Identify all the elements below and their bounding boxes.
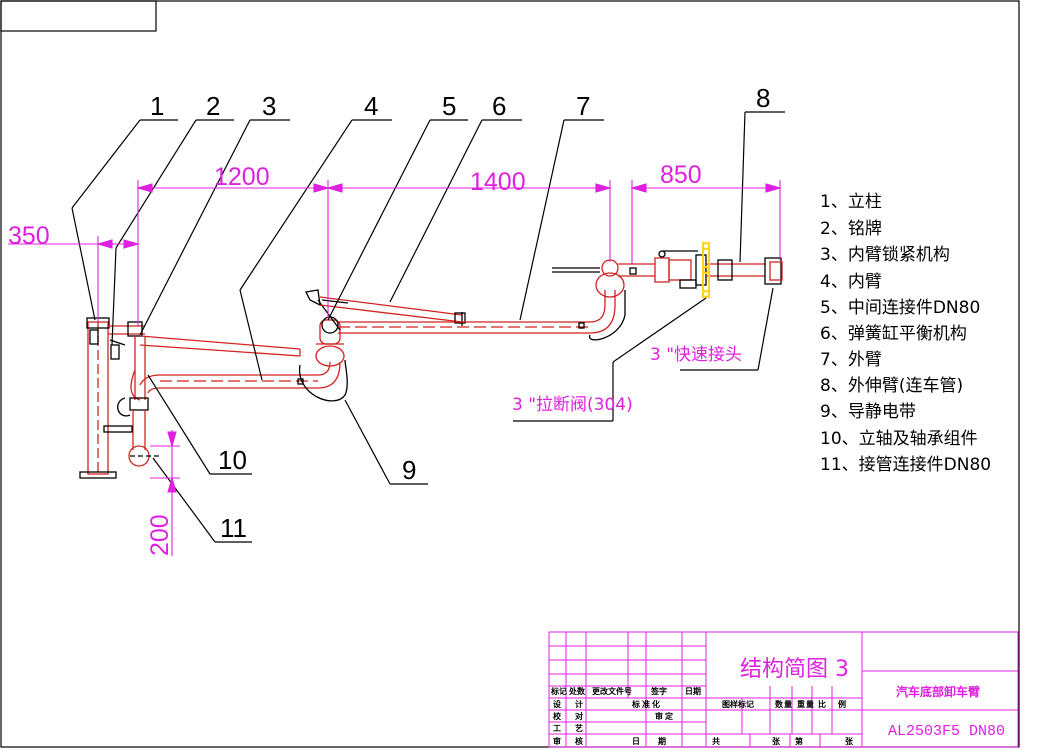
breakaway-valve-label: 3 "拉断阀(304) <box>512 395 633 415</box>
tb-label: 审 <box>553 736 561 746</box>
tb-label: 定 <box>664 711 673 721</box>
outer-arm-pipe <box>338 290 626 341</box>
tb-label: 工 <box>553 724 561 733</box>
dimension-350: 350 <box>8 222 50 250</box>
dimension-1200: 1200 <box>214 163 270 191</box>
parts-legend: 1、立柱 2、铭牌 3、内臂锁紧机构 4、内臂 5、中间连接件DN80 6、弹簧… <box>820 192 991 475</box>
tb-label: 校 <box>553 711 562 721</box>
leader-number-7: 7 <box>576 91 590 121</box>
tb-label: 签字 <box>650 686 667 696</box>
leader-lines <box>71 111 785 543</box>
dimension-labels: 350 1200 1400 850 200 <box>8 161 702 556</box>
dimension-lines <box>8 180 783 556</box>
tb-label: 数 <box>775 699 784 709</box>
spring-balance-cylinder <box>319 296 466 326</box>
dimension-1400: 1400 <box>470 168 526 196</box>
tb-label: 张 <box>772 737 781 746</box>
quick-coupling-label: 3 "快速接头 <box>650 345 742 365</box>
leader-number-labels: 1 2 3 4 5 6 7 8 9 10 11 <box>150 83 770 543</box>
tb-label: 标记 <box>550 686 567 696</box>
tb-label: 准 <box>642 699 650 709</box>
tb-label: 对 <box>575 711 583 721</box>
corner-stamp-box <box>0 0 157 32</box>
legend-item-4: 4、内臂 <box>820 272 882 292</box>
leader-number-8: 8 <box>756 83 770 113</box>
tb-label: 张 <box>845 737 854 746</box>
tb-label: 审 <box>655 711 663 721</box>
tb-label: 计 <box>575 699 583 709</box>
leader-number-9: 9 <box>402 455 416 485</box>
inner-arm-pipe <box>139 361 341 394</box>
tb-label: 重 <box>797 699 805 709</box>
dimension-850: 850 <box>660 161 702 189</box>
legend-item-1: 1、立柱 <box>820 192 882 212</box>
leader-number-2: 2 <box>206 91 220 121</box>
leader-number-1: 1 <box>150 91 164 121</box>
legend-item-11: 11、接管连接件DN80 <box>820 455 991 475</box>
legend-item-8: 8、外伸臂(连车管) <box>820 376 963 396</box>
tb-label: 化 <box>652 699 660 709</box>
quick-coupling <box>702 242 710 298</box>
tb-label: 核 <box>575 736 583 746</box>
leader-number-5: 5 <box>442 91 456 121</box>
tb-label: 标 <box>631 699 640 709</box>
legend-item-2: 2、铭牌 <box>820 219 882 239</box>
legend-item-3: 3、内臂锁紧机构 <box>820 245 950 265</box>
drawing-title: 结构简图 3 <box>740 657 849 682</box>
leader-number-4: 4 <box>364 91 378 121</box>
tb-label: 量 <box>784 699 792 709</box>
tb-label: 处数 <box>568 686 586 696</box>
title-block <box>548 631 1019 748</box>
legend-item-9: 9、导静电带 <box>820 402 916 422</box>
middle-connector <box>299 289 348 402</box>
legend-item-6: 6、弹簧缸平衡机构 <box>820 323 967 344</box>
legend-item-7: 7、外臂 <box>820 350 882 370</box>
dimension-200: 200 <box>146 514 174 556</box>
tb-label: 比 <box>818 699 826 709</box>
riser-swivel <box>103 336 160 467</box>
product-name: 汽车底部卸车臂 <box>896 684 980 699</box>
inner-arm-lock <box>108 321 301 360</box>
tb-label: 期 <box>658 736 666 746</box>
tb-label: 图样标记 <box>722 699 754 709</box>
legend-item-10: 10、立轴及轴承组件 <box>820 429 978 449</box>
drawing-code: AL2503F5 DN80 <box>888 723 1005 740</box>
legend-item-5: 5、中间连接件DN80 <box>820 298 980 318</box>
leader-number-10: 10 <box>218 445 247 475</box>
leader-number-6: 6 <box>492 91 506 121</box>
leader-number-11: 11 <box>220 513 247 543</box>
tb-label: 第 <box>795 736 803 746</box>
column <box>79 317 117 479</box>
leader-number-3: 3 <box>262 91 276 121</box>
tb-label: 例 <box>838 699 846 709</box>
tb-label: 日 <box>632 737 640 746</box>
tb-label: 日期 <box>685 686 701 696</box>
tb-label: 更改文件号 <box>592 686 632 696</box>
outer-extension-arm <box>552 250 783 298</box>
tb-label: 设 <box>553 699 561 709</box>
tb-label: 量 <box>806 699 814 709</box>
title-block-small-labels: 标记 处数 更改文件号 签字 日期 设 计 标 准 化 图样标记 数 量 重 量… <box>550 686 854 746</box>
tb-label: 艺 <box>575 723 583 733</box>
loading-arm-drawing <box>79 242 783 479</box>
tb-label: 共 <box>712 736 720 746</box>
drawing-border <box>0 0 1020 748</box>
